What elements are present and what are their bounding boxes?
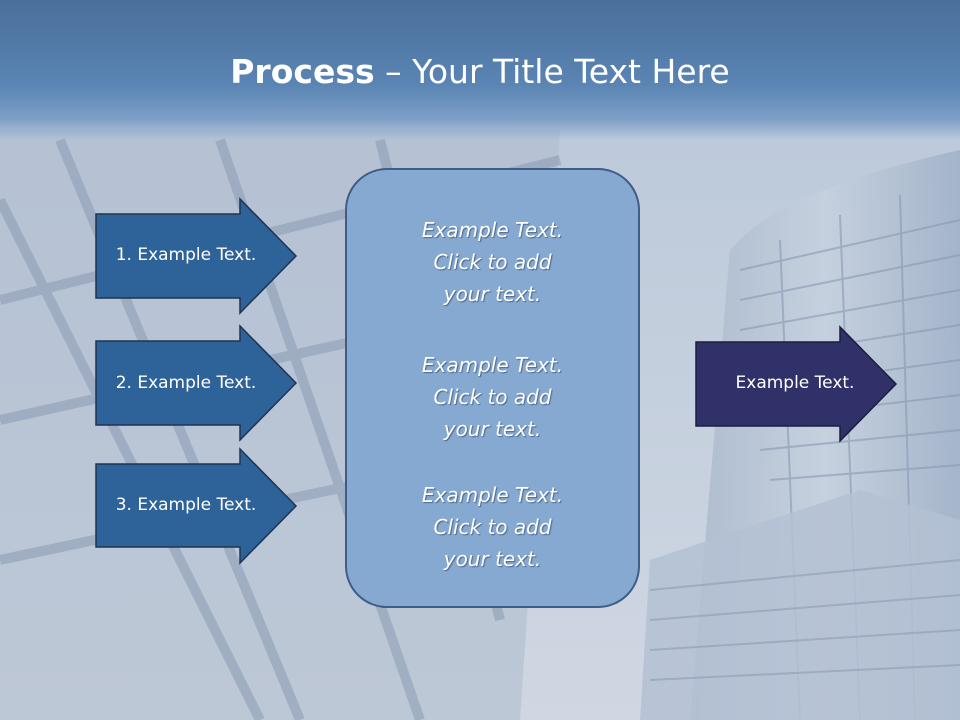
left-arrow-3-label: 3. Example Text. [115, 495, 257, 515]
left-arrow-1-label: 1. Example Text. [115, 245, 257, 265]
text-line: Example Text. [421, 218, 564, 242]
center-text-block-3: Example Text. Click to add your text. [347, 479, 638, 575]
title-rest-part: – Your Title Text Here [374, 52, 730, 91]
left-arrow-1[interactable] [95, 197, 298, 315]
left-arrow-2-label: 2. Example Text. [115, 373, 257, 393]
right-arrow-label: Example Text. [735, 373, 855, 393]
center-text-block-2: Example Text. Click to add your text. [347, 349, 638, 445]
text-line: Example Text. [421, 483, 564, 507]
center-text-block-1: Example Text. Click to add your text. [347, 214, 638, 310]
slide-title[interactable]: Process – Your Title Text Here [0, 52, 960, 91]
text-line: Example Text. [421, 353, 564, 377]
text-line: your text. [443, 417, 542, 441]
text-line: your text. [443, 282, 542, 306]
text-line: Click to add [433, 250, 552, 274]
text-line: Click to add [433, 385, 552, 409]
right-arrow[interactable] [695, 325, 898, 443]
title-bar [0, 0, 960, 140]
text-line: your text. [443, 547, 542, 571]
left-arrow-3[interactable] [95, 447, 298, 565]
text-line: Click to add [433, 515, 552, 539]
left-arrow-2[interactable] [95, 324, 298, 442]
center-text-box[interactable]: Example Text. Click to add your text. Ex… [345, 168, 640, 608]
title-bold-part: Process [230, 52, 375, 91]
